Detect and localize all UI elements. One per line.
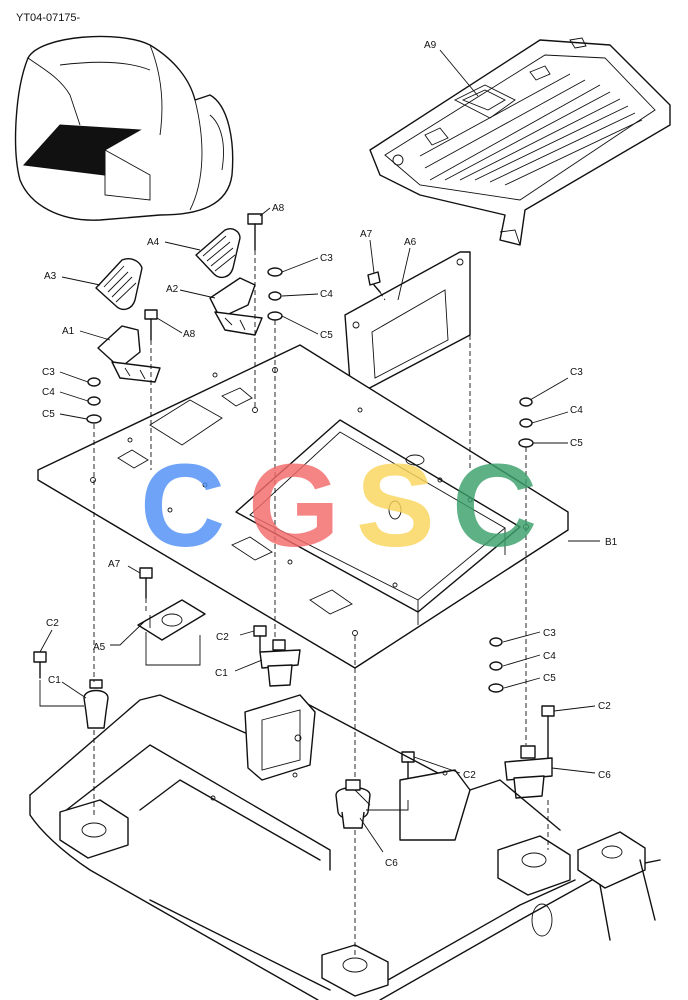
watermark-letter-3: S <box>356 440 435 572</box>
drawing-code: YT04-07175- <box>16 12 81 24</box>
label-c3-a: C3 <box>320 253 333 264</box>
label-a8-top: A8 <box>272 203 285 214</box>
label-c5-a: C5 <box>320 330 333 341</box>
label-c6-right: C6 <box>598 770 611 781</box>
washer-set-top <box>267 267 283 321</box>
mount-c6-low <box>335 751 415 829</box>
pedal-a1 <box>97 325 161 383</box>
mat-grip-slots <box>419 73 643 186</box>
bolt-a7-top <box>367 271 381 293</box>
label-a6: A6 <box>404 237 417 248</box>
mount-c1-mid <box>253 625 301 687</box>
cab-thumbnail <box>14 35 234 221</box>
bolt-a8-top <box>247 213 263 251</box>
watermark-cgsc: C G S C <box>140 440 537 572</box>
label-c5-c: C5 <box>570 438 583 449</box>
label-c3-c: C3 <box>570 367 583 378</box>
label-a4: A4 <box>147 237 160 248</box>
label-c5-b: C5 <box>42 409 55 420</box>
label-c2-right: C2 <box>598 701 611 712</box>
label-a2: A2 <box>166 284 179 295</box>
bracket-a5 <box>137 599 206 641</box>
floor-mat-a9 <box>369 37 671 246</box>
leader-lines <box>39 49 600 853</box>
alignment-lines <box>93 250 549 955</box>
label-a9: A9 <box>424 40 437 51</box>
label-c3-d: C3 <box>543 628 556 639</box>
label-c4-d: C4 <box>543 651 556 662</box>
label-c5-d: C5 <box>543 673 556 684</box>
label-a8-mid: A8 <box>183 329 196 340</box>
mount-c6-right <box>504 705 555 799</box>
pedal-a4 <box>195 228 241 279</box>
bracket-a6 <box>344 251 471 393</box>
label-a3: A3 <box>44 271 57 282</box>
label-a7-left: A7 <box>108 559 121 570</box>
label-c6-low: C6 <box>385 858 398 869</box>
label-a5: A5 <box>93 642 106 653</box>
lower-frame <box>29 694 661 1000</box>
label-c2-low: C2 <box>463 770 476 781</box>
watermark-letter-2: G <box>248 440 340 572</box>
washer-set-left <box>86 377 102 424</box>
label-c4-a: C4 <box>320 289 333 300</box>
label-c2-mid: C2 <box>216 632 229 643</box>
label-a1: A1 <box>62 326 75 337</box>
label-b1: B1 <box>605 537 618 548</box>
label-c4-c: C4 <box>570 405 583 416</box>
label-c2-left: C2 <box>46 618 59 629</box>
label-c1-left: C1 <box>48 675 61 686</box>
bolt-a7-left <box>139 567 153 599</box>
mount-c1-left <box>33 651 109 729</box>
watermark-letter-1: C <box>140 440 225 572</box>
label-a7-top: A7 <box>360 229 373 240</box>
label-c1-mid: C1 <box>215 668 228 679</box>
callout-labels: A9 A8 A4 A3 A2 A1 A8 A7 A6 C3 C4 C5 C3 C… <box>42 40 618 869</box>
label-c3-b: C3 <box>42 367 55 378</box>
pedal-a3 <box>95 258 143 311</box>
watermark-letter-4: C <box>452 440 537 572</box>
pedal-a2 <box>209 277 263 336</box>
label-c4-b: C4 <box>42 387 55 398</box>
washer-set-lower <box>488 637 504 693</box>
bolt-a8-mid <box>144 309 158 341</box>
